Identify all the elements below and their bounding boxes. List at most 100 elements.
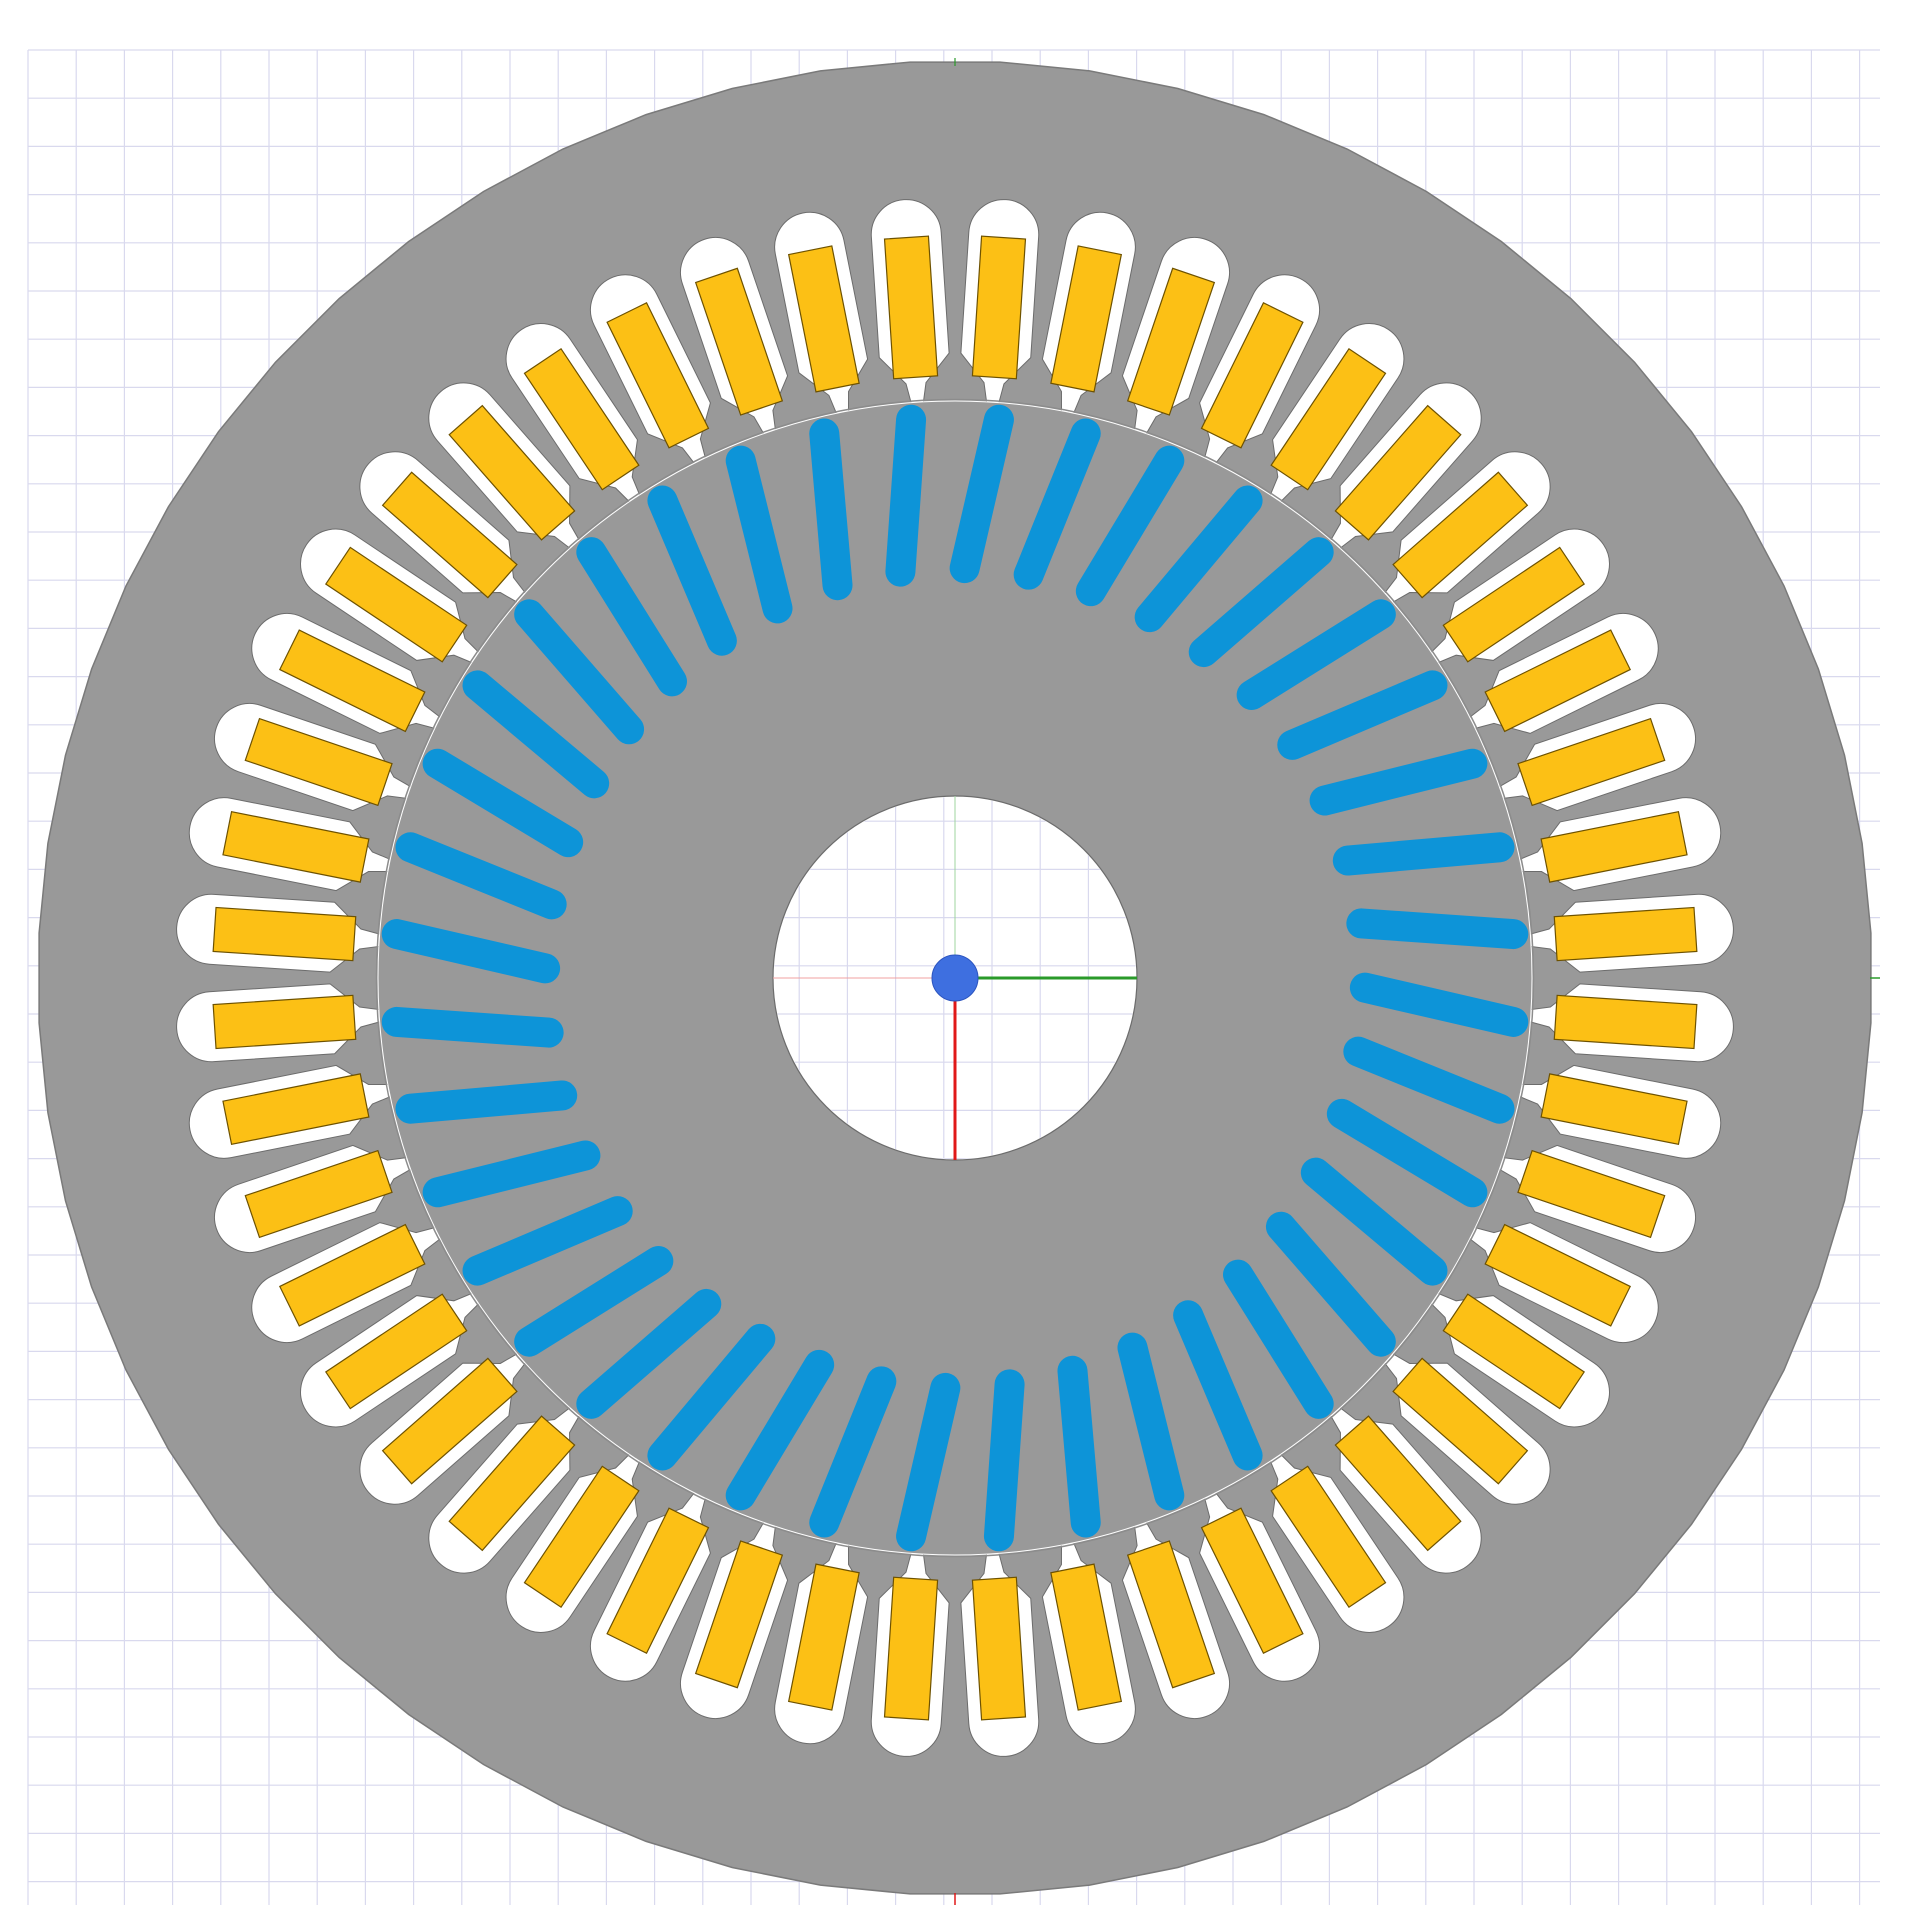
- rotor-bar[interactable]: [1013, 418, 1101, 590]
- stator-slot[interactable]: [183, 792, 397, 900]
- rotor-bar[interactable]: [885, 404, 927, 587]
- rotor-bar[interactable]: [809, 1366, 897, 1538]
- stator-slot[interactable]: [1527, 981, 1735, 1064]
- stator-coil[interactable]: [1334, 404, 1462, 541]
- stator-coil[interactable]: [212, 994, 357, 1050]
- stator-slot[interactable]: [671, 1512, 803, 1728]
- origin-marker-icon[interactable]: [931, 954, 979, 1002]
- stator-slot[interactable]: [1365, 437, 1565, 624]
- stator-slot[interactable]: [958, 197, 1041, 405]
- stator-slot[interactable]: [174, 981, 382, 1064]
- stator-coil[interactable]: [1392, 1357, 1529, 1485]
- stator-slot[interactable]: [1308, 1388, 1495, 1588]
- stator-coil[interactable]: [1553, 994, 1698, 1050]
- stator-slot[interactable]: [1489, 1130, 1705, 1262]
- stator-coil[interactable]: [278, 1223, 426, 1327]
- rotor-bar[interactable]: [1277, 670, 1448, 760]
- stator-slot[interactable]: [1527, 892, 1735, 975]
- stator-coil[interactable]: [1200, 1507, 1304, 1655]
- stator-coil[interactable]: [523, 1465, 640, 1609]
- stator-slot[interactable]: [1513, 792, 1727, 900]
- stator-slot[interactable]: [1246, 310, 1418, 519]
- rotor-bar[interactable]: [725, 1349, 835, 1511]
- stator-coil[interactable]: [1517, 1149, 1666, 1239]
- stator-coil[interactable]: [222, 810, 370, 883]
- stator-coil[interactable]: [787, 245, 860, 393]
- stator-slot[interactable]: [493, 1437, 665, 1646]
- rotor-bar[interactable]: [896, 1372, 961, 1552]
- stator-coil[interactable]: [606, 301, 710, 449]
- stator-slot[interactable]: [174, 892, 382, 975]
- stator-slot[interactable]: [1107, 228, 1239, 444]
- stator-coil[interactable]: [787, 1563, 860, 1711]
- rotor-bar[interactable]: [1346, 908, 1529, 950]
- rotor-bar[interactable]: [1265, 1211, 1396, 1357]
- stator-slot[interactable]: [240, 1201, 454, 1354]
- stator-slot[interactable]: [345, 1331, 545, 1518]
- stator-coil[interactable]: [883, 1576, 939, 1721]
- rotor-bar[interactable]: [514, 1246, 674, 1357]
- rotor-bar[interactable]: [1188, 537, 1334, 668]
- rotor-bar[interactable]: [809, 418, 853, 601]
- stator-coil[interactable]: [883, 235, 939, 380]
- rotor-bar[interactable]: [381, 919, 561, 984]
- stator-coil[interactable]: [1126, 267, 1216, 416]
- rotor-bar[interactable]: [1332, 832, 1515, 876]
- stator-coil[interactable]: [381, 471, 518, 599]
- stator-coil[interactable]: [324, 1293, 468, 1410]
- stator-coil[interactable]: [1540, 1073, 1688, 1146]
- rotor-bar[interactable]: [395, 832, 567, 920]
- rotor-bar[interactable]: [1343, 1036, 1515, 1124]
- rotor-bar[interactable]: [462, 1196, 633, 1286]
- stator-slot[interactable]: [1178, 1479, 1331, 1693]
- stator-coil[interactable]: [1442, 546, 1586, 663]
- rotor-bar[interactable]: [725, 445, 793, 624]
- stator-slot[interactable]: [1456, 602, 1670, 755]
- rotor-bar[interactable]: [576, 1288, 722, 1419]
- stator-slot[interactable]: [1414, 1269, 1623, 1441]
- rotor-bar[interactable]: [514, 599, 645, 745]
- stator-coil[interactable]: [1484, 629, 1632, 733]
- stator-coil[interactable]: [1050, 1563, 1123, 1711]
- rotor-bar[interactable]: [647, 485, 737, 656]
- stator-coil[interactable]: [1126, 1540, 1216, 1689]
- stator-slot[interactable]: [493, 310, 665, 519]
- rotor-bar[interactable]: [1075, 445, 1185, 607]
- rotor-bar[interactable]: [1117, 1332, 1185, 1511]
- stator-slot[interactable]: [579, 1479, 732, 1693]
- stator-coil[interactable]: [222, 1073, 370, 1146]
- stator-coil[interactable]: [1442, 1293, 1586, 1410]
- rotor-bar[interactable]: [1349, 972, 1529, 1037]
- rotor-bar[interactable]: [1326, 1098, 1488, 1208]
- rotor-bar[interactable]: [647, 1323, 776, 1471]
- rotor-bar[interactable]: [381, 1006, 564, 1048]
- stator-coil[interactable]: [244, 717, 393, 807]
- stator-slot[interactable]: [1308, 368, 1495, 568]
- stator-coil[interactable]: [1334, 1415, 1462, 1552]
- stator-coil[interactable]: [971, 235, 1027, 380]
- stator-slot[interactable]: [287, 516, 496, 688]
- stator-slot[interactable]: [414, 1388, 601, 1588]
- rotor-bar[interactable]: [983, 1369, 1025, 1552]
- stator-slot[interactable]: [769, 206, 877, 420]
- stator-coil[interactable]: [1553, 906, 1698, 962]
- stator-coil[interactable]: [1270, 1465, 1387, 1609]
- stator-slot[interactable]: [287, 1269, 496, 1441]
- stator-slot[interactable]: [869, 197, 952, 405]
- stator-coil[interactable]: [278, 629, 426, 733]
- stator-slot[interactable]: [240, 602, 454, 755]
- stator-coil[interactable]: [1392, 471, 1529, 599]
- rotor-bar[interactable]: [1300, 1157, 1448, 1286]
- stator-coil[interactable]: [694, 1540, 784, 1689]
- stator-slot[interactable]: [205, 1130, 421, 1262]
- rotor-bar[interactable]: [462, 670, 610, 799]
- rotor-bar[interactable]: [1236, 599, 1396, 710]
- stator-slot[interactable]: [345, 437, 545, 624]
- rotor-bar[interactable]: [422, 748, 584, 858]
- rotor-bar[interactable]: [1057, 1355, 1101, 1538]
- stator-slot[interactable]: [1246, 1437, 1418, 1646]
- rotor-bar[interactable]: [1173, 1300, 1263, 1471]
- stator-coil[interactable]: [694, 267, 784, 416]
- stator-coil[interactable]: [381, 1357, 518, 1485]
